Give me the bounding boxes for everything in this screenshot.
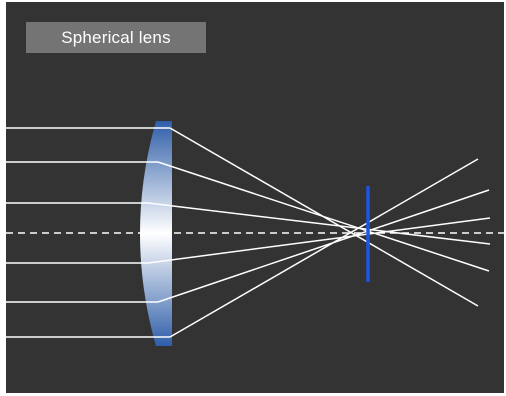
refracted-ray-3 xyxy=(147,202,491,245)
refracted-ray-5 xyxy=(157,189,490,303)
refracted-ray-2 xyxy=(157,161,490,272)
refracted-ray-6 xyxy=(169,158,479,338)
parallel-incident-rays xyxy=(6,127,170,338)
refracted-ray-4 xyxy=(147,217,491,264)
diagram-background xyxy=(6,2,504,393)
diagram-title: Spherical lens xyxy=(26,22,206,53)
refracted-rays xyxy=(147,127,491,338)
